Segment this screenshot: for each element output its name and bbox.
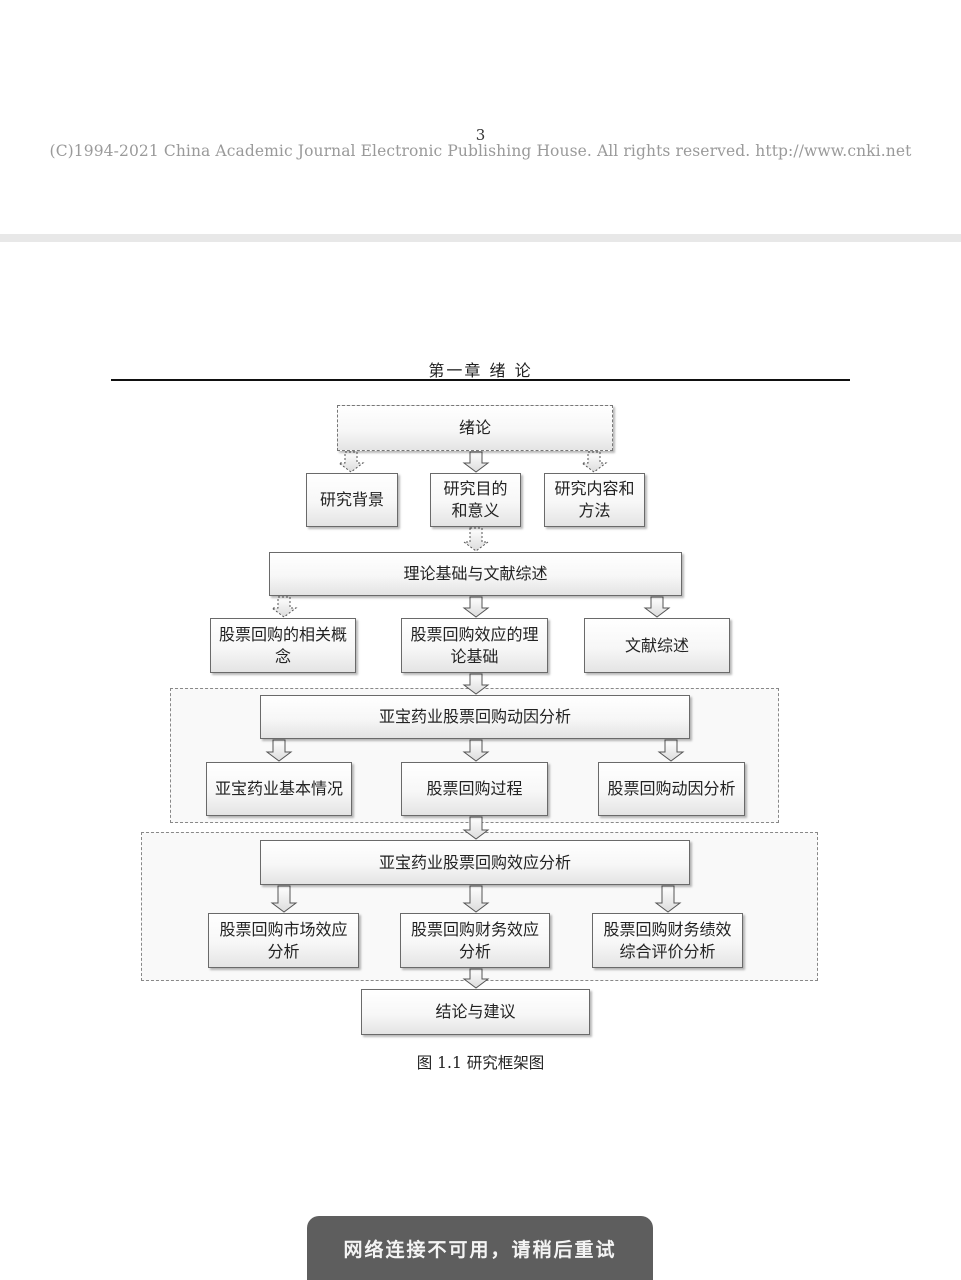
figure-caption: 图 1.1 研究框架图 xyxy=(416,1054,545,1072)
network-error-toast: 网络连接不可用，请稍后重试 xyxy=(307,1216,653,1280)
flow-arrow xyxy=(643,596,671,618)
flow-arrow xyxy=(462,596,490,618)
conclusion-box: 结论与建议 xyxy=(361,989,590,1035)
financial-effect-box: 股票回购财务效应分析 xyxy=(400,913,550,968)
flow-arrow xyxy=(462,885,490,913)
intro-box: 绪论 xyxy=(337,405,613,451)
flow-arrow xyxy=(462,739,490,762)
flow-arrow xyxy=(265,739,293,762)
flow-arrow xyxy=(337,451,365,473)
buyback-motivation-box: 股票回购动因分析 xyxy=(598,762,745,816)
concept-box: 股票回购的相关概念 xyxy=(210,618,356,673)
flow-arrow xyxy=(270,596,298,618)
chapter-title: 第一章 绪 论 xyxy=(428,361,533,380)
performance-eval-box: 股票回购财务绩效综合评价分析 xyxy=(592,913,743,968)
company-info-box: 亚宝药业基本情况 xyxy=(206,762,352,816)
header-rule xyxy=(111,379,850,381)
flow-arrow xyxy=(462,527,490,552)
literature-review-box: 文献综述 xyxy=(584,618,730,673)
buyback-process-box: 股票回购过程 xyxy=(401,762,548,816)
theory-basis-box: 股票回购效应的理论基础 xyxy=(401,618,548,673)
motivation-box: 亚宝药业股票回购动因分析 xyxy=(260,695,690,739)
theory-box: 理论基础与文献综述 xyxy=(269,552,682,596)
flow-arrow xyxy=(270,885,298,913)
effect-box: 亚宝药业股票回购效应分析 xyxy=(260,840,690,885)
research-purpose-box: 研究目的和意义 xyxy=(430,473,521,527)
market-effect-box: 股票回购市场效应分析 xyxy=(208,913,359,968)
copyright-notice: (C)1994-2021 China Academic Journal Elec… xyxy=(49,142,912,160)
page-number: 3 xyxy=(475,126,486,144)
flow-arrow xyxy=(462,451,490,473)
flow-arrow xyxy=(580,451,608,473)
page-separator xyxy=(0,234,961,242)
flow-arrow xyxy=(654,885,682,913)
flow-arrow xyxy=(462,673,490,695)
flow-arrow xyxy=(657,739,685,762)
flow-arrow xyxy=(462,816,490,840)
research-content-box: 研究内容和方法 xyxy=(544,473,645,527)
flow-arrow xyxy=(462,968,490,989)
research-background-box: 研究背景 xyxy=(306,473,398,527)
